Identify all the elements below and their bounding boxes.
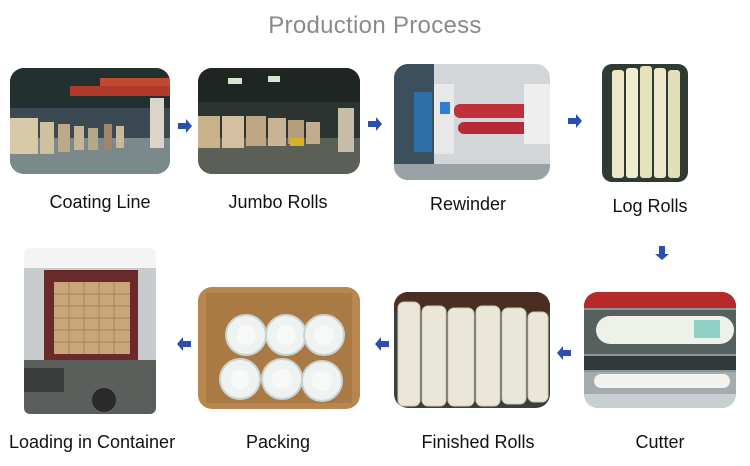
jumbo-rolls-photo	[198, 68, 360, 174]
cutter-photo	[584, 292, 736, 408]
step-label: Loading in Container	[8, 432, 176, 452]
coating-line-photo	[10, 68, 170, 174]
arrow-left-icon	[374, 336, 390, 352]
arrow-left-icon	[176, 336, 192, 352]
step-label: Coating Line	[49, 192, 151, 212]
arrow-right-icon	[367, 116, 383, 132]
step-label: Finished Rolls	[421, 432, 535, 452]
log-rolls-photo	[602, 64, 688, 182]
finished-rolls-photo	[394, 292, 550, 408]
step-label: Jumbo Rolls	[228, 192, 328, 212]
rewinder-photo	[394, 64, 550, 180]
step-label: Cutter	[635, 432, 685, 452]
step-label: Rewinder	[429, 194, 507, 214]
arrow-right-icon	[567, 113, 583, 129]
page-title: Production Process	[268, 12, 482, 39]
step-label: Packing	[245, 432, 311, 452]
step-label: Log Rolls	[612, 196, 688, 216]
arrow-right-icon	[177, 118, 193, 134]
packing-photo	[198, 287, 360, 409]
arrow-left-icon	[556, 345, 572, 361]
loading-container-photo	[24, 248, 156, 414]
arrow-down-icon	[654, 245, 670, 261]
